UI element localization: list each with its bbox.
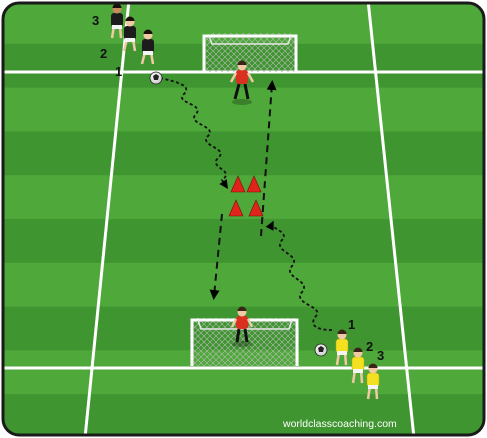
yellow-label-2: 2 — [366, 339, 373, 354]
grass-stripe — [0, 175, 487, 219]
black-label-1: 1 — [115, 64, 122, 79]
ball-bottom — [315, 344, 327, 356]
yellow-label-3: 3 — [377, 348, 384, 363]
watermark-text: worldclasscoaching.com — [282, 418, 397, 430]
yellow-label-1: 1 — [348, 317, 355, 332]
black-label-3: 3 — [92, 13, 99, 28]
ball-top — [150, 72, 162, 84]
grass-stripe — [0, 263, 487, 307]
grass-stripe — [0, 219, 487, 263]
grass-stripe — [0, 88, 487, 132]
top-goal — [204, 33, 296, 72]
black-label-2: 2 — [100, 46, 107, 61]
grass-stripe — [0, 131, 487, 175]
